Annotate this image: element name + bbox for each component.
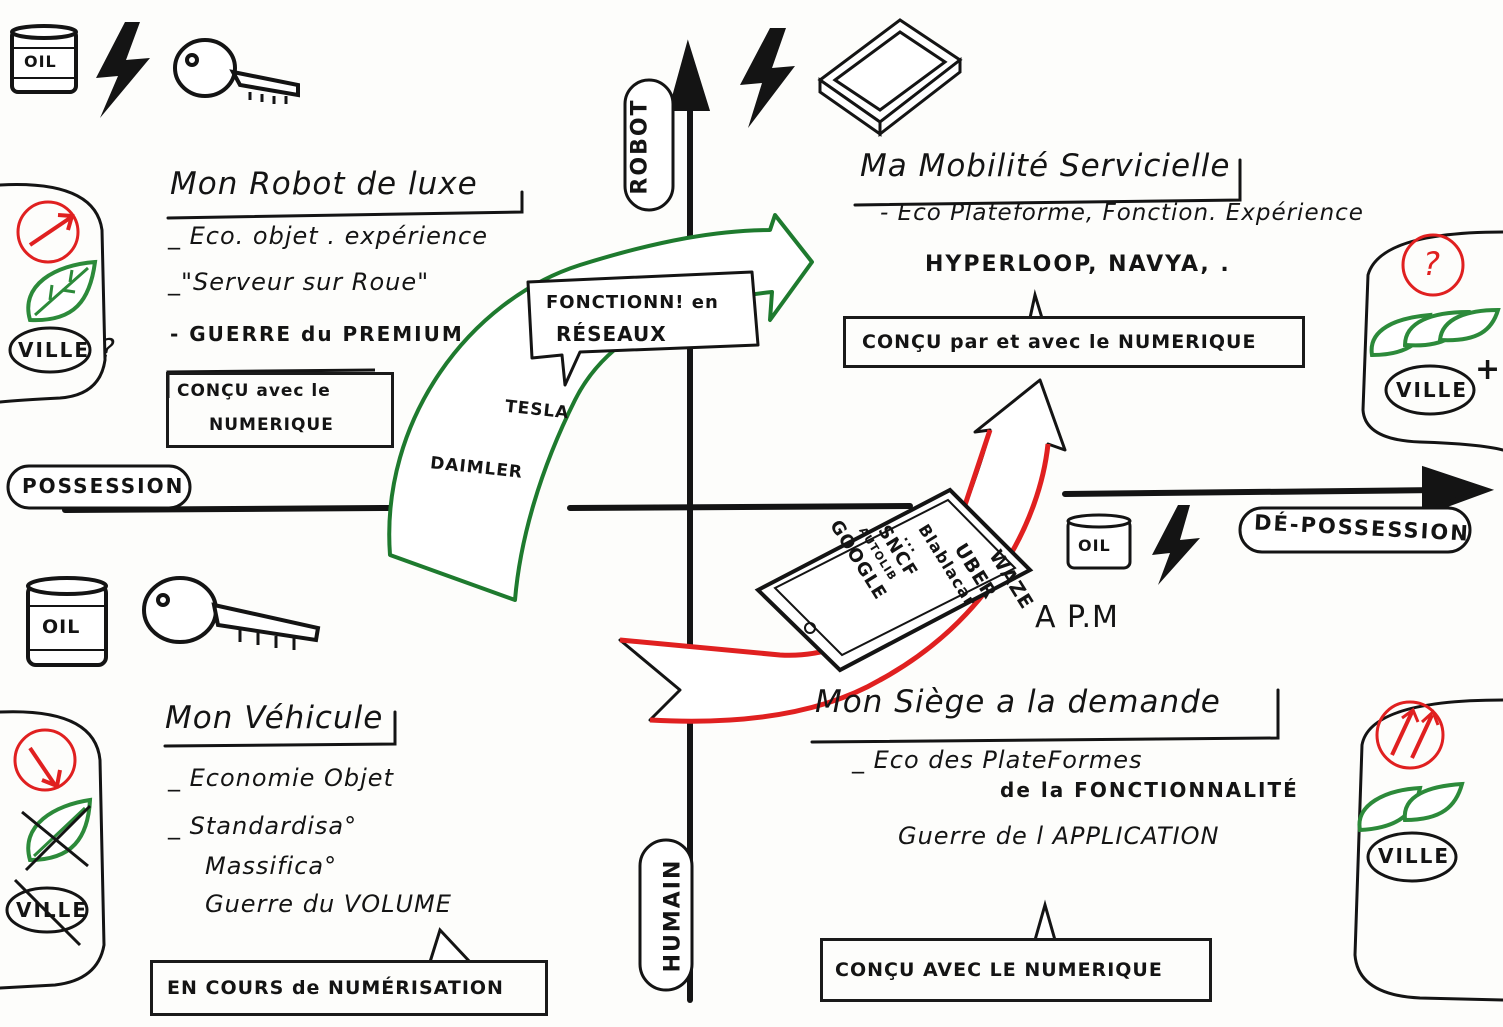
city-label: VILLE xyxy=(1396,378,1469,402)
text-line: Guerre de l APPLICATION xyxy=(898,822,1220,850)
text-line: - GUERRE du PREMIUM xyxy=(170,322,464,346)
text-line: _ Eco. objet . expérience xyxy=(168,222,489,250)
robot-label-bubble xyxy=(623,78,675,212)
bubble-text: RÉSEAUX xyxy=(556,322,667,346)
oil-barrel-icon xyxy=(10,24,78,94)
question-icon xyxy=(1401,233,1465,297)
quadrant-title-siege-a-la-demande: Mon Siège a la demande xyxy=(815,684,1221,720)
city-label-crossed: VILLE xyxy=(16,898,89,922)
axis-label-possession: POSSESSION xyxy=(22,474,185,498)
arrow-up-icon xyxy=(16,200,80,264)
oil-label: OIL xyxy=(1078,536,1111,555)
bottom-left-box-tail xyxy=(428,927,472,964)
horizontal-axis-left xyxy=(62,505,393,513)
possession-label-bubble xyxy=(6,464,192,510)
question-mark-text: ? xyxy=(1423,245,1441,283)
lightning-icon xyxy=(96,22,150,118)
box-text: CONÇU par et avec le NUMERIQUE xyxy=(862,331,1257,353)
quadrant-title-robot-de-luxe: Mon Robot de luxe xyxy=(170,166,478,202)
key-icon xyxy=(173,38,300,104)
oil-barrel-icon xyxy=(1066,513,1132,570)
apm-label: A P.M xyxy=(1035,600,1119,635)
city-label: VILLE xyxy=(1378,844,1451,868)
text-line: _ Economie Objet xyxy=(168,764,394,792)
arrow-up-icon xyxy=(1375,700,1445,770)
text-line: de la FONCTIONNALITÉ xyxy=(1000,778,1299,802)
bottom-right-box-tail xyxy=(1033,899,1057,941)
box-text: CONÇU AVEC LE NUMERIQUE xyxy=(835,959,1163,981)
city-label: VILLE xyxy=(18,338,91,362)
box-text: NUMERIQUE xyxy=(209,415,334,435)
concu-box-top-left: CONÇU avec le NUMERIQUE xyxy=(166,372,394,448)
concu-box-top-right: CONÇU par et avec le NUMERIQUE xyxy=(843,316,1305,368)
oil-label: OIL xyxy=(42,616,81,638)
text-line: HYPERLOOP, NAVYA, . xyxy=(925,252,1231,277)
depossession-label-bubble xyxy=(1238,506,1472,554)
lightning-icon xyxy=(1152,505,1200,585)
title-underline-top-right xyxy=(853,158,1242,207)
leaf-icon xyxy=(1357,781,1465,833)
title-underline-bottom-left xyxy=(163,710,397,748)
axis-label-robot: ROBOT xyxy=(627,98,653,195)
leaf-icon xyxy=(1369,307,1501,358)
concu-box-bottom-right: CONÇU AVEC LE NUMERIQUE xyxy=(820,938,1212,1002)
leaf-icon xyxy=(26,259,98,323)
text-line: - Eco Plateforme, Fonction. Expérience xyxy=(880,200,1364,226)
city-question-mark: ? xyxy=(100,332,116,365)
lightning-icon xyxy=(740,28,795,128)
phone-box-icon xyxy=(817,18,963,138)
oil-label: OIL xyxy=(24,52,57,71)
leaf-icon xyxy=(21,797,93,872)
text-line: Massifica° xyxy=(205,852,338,880)
smartphone-icon xyxy=(754,487,1034,673)
box-text: EN COURS de NUMÉRISATION xyxy=(167,977,504,999)
green-curved-arrow xyxy=(387,213,814,602)
title-underline-bottom-right xyxy=(810,688,1280,744)
quadrant-title-mon-vehicule: Mon Véhicule xyxy=(165,700,384,736)
text-line: _"Serveur sur Roue" xyxy=(168,268,430,296)
bubble-text: FONCTIONN! en xyxy=(546,292,719,313)
text-line: _ Standardisa° xyxy=(168,812,358,840)
oil-barrel-icon xyxy=(26,576,108,667)
horizontal-axis-right xyxy=(1062,487,1443,497)
horizontal-axis-arrowhead xyxy=(1422,465,1495,517)
humain-label-bubble xyxy=(638,838,694,992)
top-right-box-tail xyxy=(1028,289,1044,319)
horizontal-axis-middle xyxy=(567,503,913,511)
vertical-axis-arrowhead xyxy=(668,39,711,111)
axis-label-humain: HUMAIN xyxy=(660,858,686,973)
arrow-down-icon xyxy=(13,728,77,792)
text-line: Guerre du VOLUME xyxy=(205,890,452,918)
reseaux-speech-bubble xyxy=(526,270,760,387)
quadrant-title-mobilite-servicielle: Ma Mobilité Servicielle xyxy=(860,148,1231,184)
city-plus-sign: + xyxy=(1475,352,1502,387)
text-line: _ Eco des PlateFormes xyxy=(852,746,1143,774)
numerisation-box: EN COURS de NUMÉRISATION xyxy=(150,960,548,1016)
box-text: CONÇU avec le xyxy=(177,381,331,401)
title-underline-top-left xyxy=(166,190,524,220)
key-icon xyxy=(142,576,321,650)
